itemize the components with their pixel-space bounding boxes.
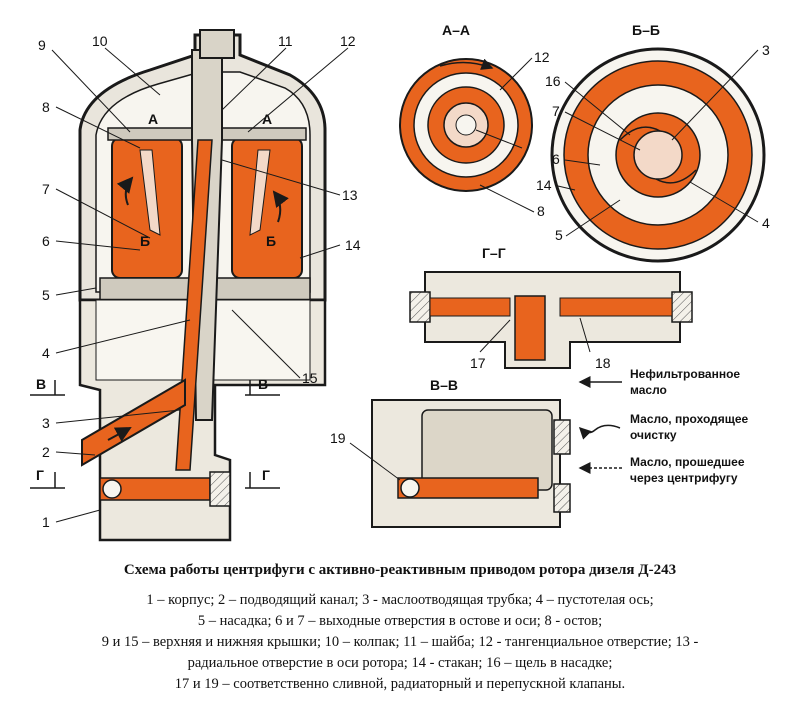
caption-line: 9 и 15 – верхняя и нижняя крышки; 10 – к… xyxy=(101,634,699,650)
aa-center xyxy=(455,114,477,136)
bb-callout-4: 4 xyxy=(762,215,770,231)
legend-unfiltered-line1: Нефильтрованное xyxy=(630,367,740,381)
callout-6: 6 xyxy=(42,233,50,249)
caption-line: 17 и 19 – соответственно сливной, радиат… xyxy=(174,676,626,692)
legend-cleaned-line2: очистку xyxy=(630,428,677,442)
mark-b-left: Б xyxy=(140,233,150,249)
gg-left-plug xyxy=(409,291,431,323)
aa-callout-12: 12 xyxy=(534,49,550,65)
bb-callout-6: 6 xyxy=(552,151,560,167)
callout-5: 5 xyxy=(42,287,50,303)
centrifuge-diagram: 9 10 11 12 8 7 6 5 4 13 14 15 3 2 1 А А … xyxy=(30,22,770,542)
rotor-core-left xyxy=(139,149,161,236)
section-gg-title: Г–Г xyxy=(482,245,506,261)
main-section-view: 9 10 11 12 8 7 6 5 4 13 14 15 3 2 1 А А … xyxy=(30,29,361,542)
vv-valve xyxy=(397,477,539,499)
callout-15: 15 xyxy=(302,370,318,386)
supply-channel xyxy=(81,378,186,467)
bb-callout-7: 7 xyxy=(552,103,560,119)
section-gg: Г–Г 17 18 xyxy=(409,245,693,371)
callout-9: 9 xyxy=(38,37,46,53)
callout-3: 3 xyxy=(42,415,50,431)
callout-8: 8 xyxy=(42,99,50,115)
callout-10: 10 xyxy=(92,33,108,49)
vv-bottom-plug xyxy=(553,483,571,513)
legend-unfiltered-line2: масло xyxy=(630,383,667,397)
caption-line: радиальное отверстие в оси ротора; 14 - … xyxy=(187,655,613,671)
gg-body xyxy=(424,271,681,369)
bottom-valve-ball xyxy=(102,479,122,499)
bb-callout-3: 3 xyxy=(762,42,770,58)
bb-axis xyxy=(633,130,683,180)
gg-callout-17: 17 xyxy=(470,355,486,371)
mark-g-right: Г xyxy=(262,467,270,483)
legend-cleaned-line1: Масло, проходящее xyxy=(630,412,749,426)
supply-arrow xyxy=(107,427,132,442)
callout-1: 1 xyxy=(42,514,50,530)
bb-swirl xyxy=(619,126,697,184)
callout-11: 11 xyxy=(278,33,293,49)
gg-spring-left xyxy=(429,297,511,317)
mark-a-left: А xyxy=(148,111,158,127)
mark-a-right: А xyxy=(262,111,272,127)
legend-centrifuged-line1: Масло, прошедшее xyxy=(630,455,745,469)
legend: Нефильтрованное масло Масло, проходящее … xyxy=(578,367,749,485)
flow-arrow-left xyxy=(116,176,134,206)
mark-v-right: В xyxy=(258,376,268,392)
mark-g-left: Г xyxy=(36,467,44,483)
gg-callout-18: 18 xyxy=(595,355,611,371)
legend-arrow-cleaned xyxy=(578,424,621,440)
section-vv: В–В 19 xyxy=(330,377,571,528)
top-nut xyxy=(199,29,235,59)
callout-12: 12 xyxy=(340,33,356,49)
bb-callout-5: 5 xyxy=(555,227,563,243)
bb-callout-16: 16 xyxy=(545,73,561,89)
rotor-core-right xyxy=(249,149,271,236)
caption-line: 5 – насадка; 6 и 7 – выходные отверстия … xyxy=(197,613,603,629)
aa-flow-arrow xyxy=(439,58,494,70)
vv-valve-ball xyxy=(400,478,420,498)
aa-callout-8: 8 xyxy=(537,203,545,219)
callout-13: 13 xyxy=(342,187,358,203)
mark-b-right: Б xyxy=(266,233,276,249)
gg-center-channel xyxy=(514,295,546,361)
section-vv-title: В–В xyxy=(430,377,458,393)
mark-v-left: В xyxy=(36,376,46,392)
callout-7: 7 xyxy=(42,181,50,197)
callout-2: 2 xyxy=(42,444,50,460)
flow-arrow-right xyxy=(272,190,289,223)
legend-centrifuged-line2: через центрифугу xyxy=(630,471,738,485)
gg-right-plug xyxy=(671,291,693,323)
bb-callout-14: 14 xyxy=(536,177,552,193)
bottom-plug xyxy=(209,471,231,507)
section-bb-title: Б–Б xyxy=(632,22,660,38)
vv-right-plug xyxy=(553,419,571,455)
caption-title: Схема работы центрифуги с активно-реакти… xyxy=(123,562,677,578)
callout-14: 14 xyxy=(345,237,361,253)
gg-spring-right xyxy=(559,297,673,317)
section-aa: А–А 12 13 8 xyxy=(399,22,550,219)
section-aa-title: А–А xyxy=(442,22,470,38)
vv-callout-19: 19 xyxy=(330,430,346,446)
caption-description: 1 – корпус; 2 – подводящий канал; 3 - ма… xyxy=(0,590,800,695)
section-bb: Б–Б 3 16 7 6 14 5 4 xyxy=(536,22,770,263)
callout-4: 4 xyxy=(42,345,50,361)
caption-line: 1 – корпус; 2 – подводящий канал; 3 - ма… xyxy=(146,592,654,608)
